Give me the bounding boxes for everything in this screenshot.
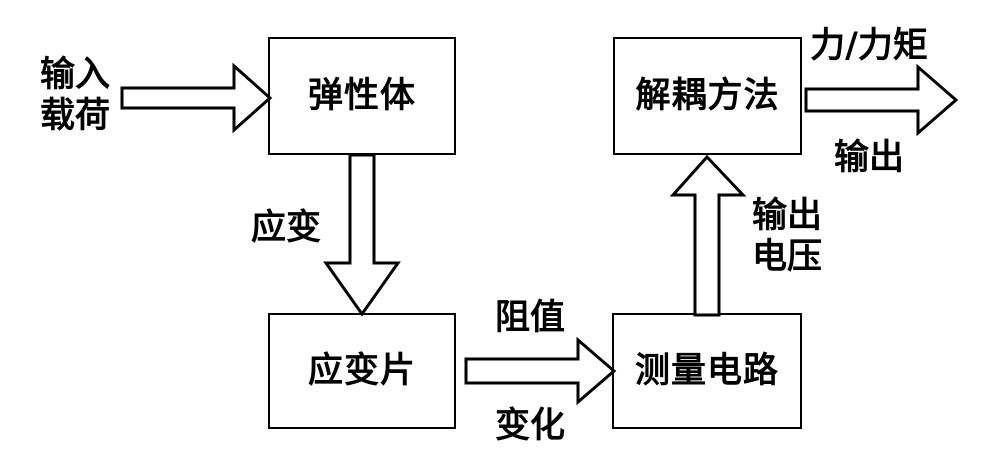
block-decoupling-method-label: 解耦方法 [635, 75, 780, 116]
strain-label: 应变 [250, 208, 321, 248]
block-measurement-circuit-label: 测量电路 [634, 350, 779, 391]
output-label: 输出 [833, 138, 904, 178]
output-voltage-arrow [669, 154, 747, 317]
block-strain-gauge-label: 应变片 [307, 350, 416, 391]
block-measurement-circuit: 测量电路 [612, 313, 802, 429]
block-elastic-body-label: 弹性体 [307, 75, 416, 116]
resistance-label: 阻值 [494, 298, 565, 338]
strain-arrow [323, 153, 401, 317]
force-torque-label: 力/力矩 [810, 26, 928, 66]
change-label: 变化 [494, 406, 565, 446]
resistance-arrow [464, 336, 617, 406]
block-elastic-body: 弹性体 [268, 37, 456, 155]
input-load-arrow [120, 62, 273, 134]
input-load-label: 输入 载荷 [30, 55, 120, 138]
output-voltage-line1: 输出 [751, 196, 822, 236]
block-strain-gauge: 应变片 [268, 313, 456, 429]
force-torque-arrow [804, 63, 959, 137]
output-voltage-label: 输出 电压 [746, 196, 828, 279]
input-load-line1: 输入 [39, 55, 110, 95]
block-decoupling-method: 解耦方法 [613, 37, 802, 155]
input-load-line2: 载荷 [39, 96, 110, 137]
output-voltage-line2: 电压 [751, 237, 822, 278]
